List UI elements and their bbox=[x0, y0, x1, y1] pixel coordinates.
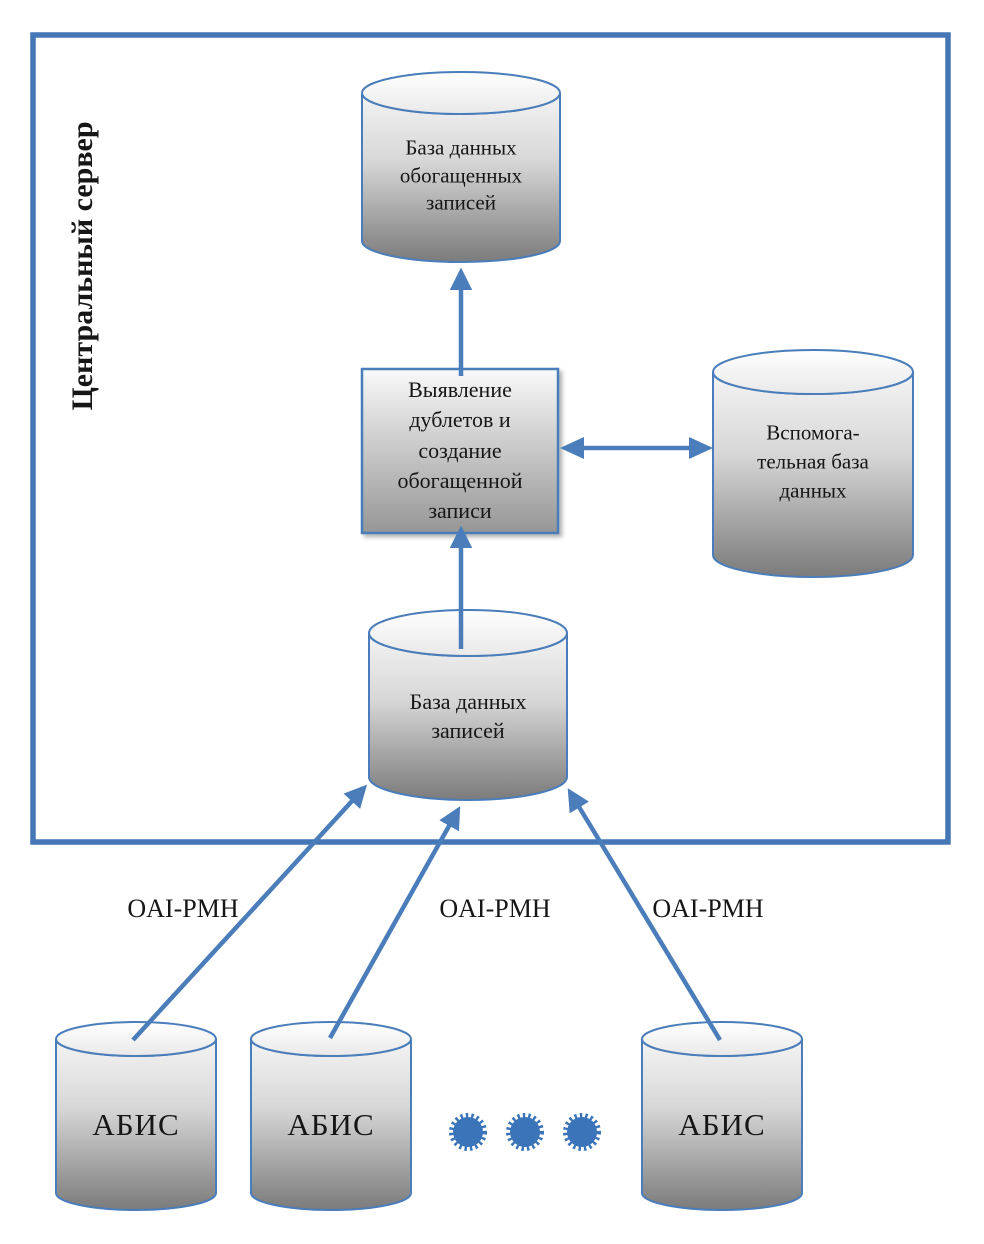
ellipsis-dot-2 bbox=[506, 1113, 544, 1151]
central-server-label: Центральный сервер bbox=[66, 121, 99, 411]
arrow-abis1-to-records bbox=[131, 784, 368, 1042]
records-db-label: База данных записей bbox=[409, 688, 527, 743]
auxiliary-db-lid bbox=[712, 349, 914, 395]
oai-pmh-label-3: OAI-PMH bbox=[652, 894, 764, 923]
abis-2-lid bbox=[250, 1021, 412, 1057]
arrow-head-left bbox=[560, 437, 584, 459]
records-db-cylinder bbox=[368, 609, 568, 801]
ellipsis-dots bbox=[449, 1113, 601, 1151]
abis-3-cylinder bbox=[641, 1021, 803, 1211]
abis-2-label: АБИС bbox=[287, 1107, 375, 1142]
enriched-db-cylinder bbox=[361, 71, 561, 263]
records-db-lid bbox=[368, 609, 568, 657]
abis-1-label: АБИС bbox=[92, 1107, 180, 1142]
ellipsis-dot-1 bbox=[449, 1113, 487, 1151]
oai-pmh-label-2: OAI-PMH bbox=[439, 894, 551, 923]
abis-2-cylinder bbox=[250, 1021, 412, 1211]
auxiliary-db-cylinder bbox=[712, 349, 914, 578]
dedup-process-label: Выявление дублетов и создание обогащенно… bbox=[397, 377, 523, 524]
abis-3-label: АБИС bbox=[678, 1107, 766, 1142]
arrow-abis3-to-records bbox=[567, 788, 722, 1042]
auxiliary-db-label: Вспомога- тельная база данных bbox=[757, 420, 869, 503]
arrow-abis2-to-records bbox=[328, 806, 461, 1040]
enriched-db-label: База данных обогащенных записей bbox=[399, 135, 523, 215]
ellipsis-dot-3 bbox=[563, 1113, 601, 1151]
arrow-head-right bbox=[689, 437, 713, 459]
abis-3-lid bbox=[641, 1021, 803, 1057]
dedup-process-box bbox=[360, 367, 560, 535]
arrow-dedup-auxiliary-bidirectional bbox=[560, 437, 713, 459]
central-server-frame bbox=[30, 32, 951, 845]
oai-pmh-label-1: OAI-PMH bbox=[127, 894, 239, 923]
enriched-db-lid bbox=[361, 71, 561, 115]
